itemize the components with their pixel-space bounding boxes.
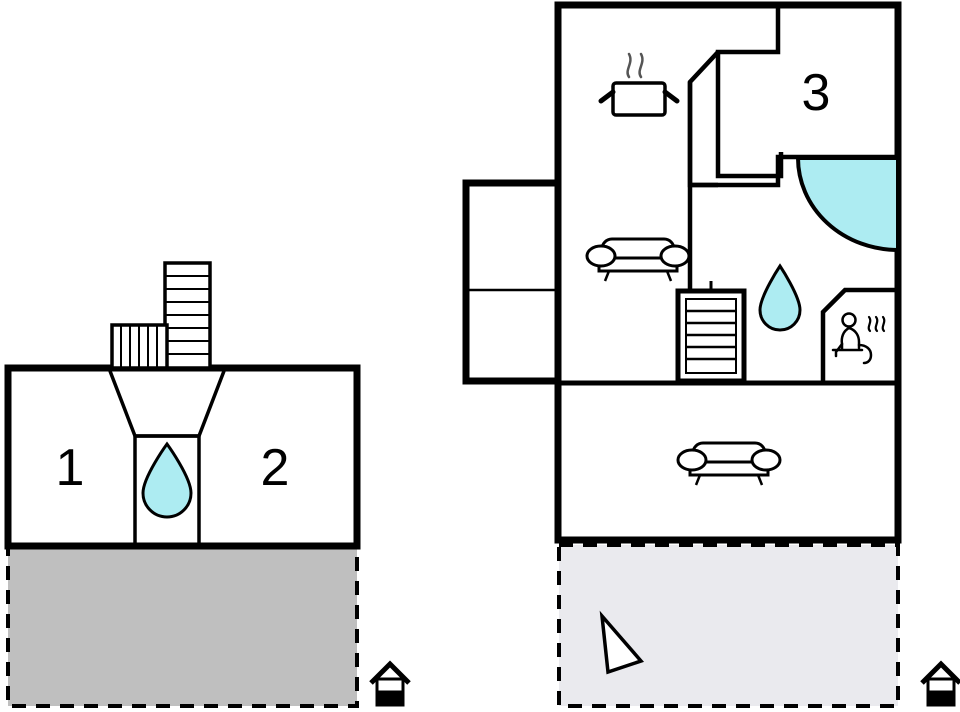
terrace-upper	[557, 543, 900, 708]
cooking-pot-icon	[598, 52, 680, 117]
staircase-upper	[675, 281, 747, 384]
terrace-lower	[6, 544, 359, 708]
water-drop-icon	[758, 263, 802, 332]
wall-room3-jog	[715, 5, 784, 179]
house-marker-icon	[920, 660, 960, 707]
building-outline-upper	[554, 1, 902, 544]
upper-floor-plan: 3	[462, 1, 960, 708]
bathtub-quarter-circle	[795, 156, 900, 253]
parasol-icon	[599, 610, 645, 675]
bathroom-corridor-lower	[133, 434, 201, 543]
building-outline-lower	[4, 364, 361, 550]
water-drop-icon	[141, 441, 193, 519]
lower-floor-plan: 1 2	[4, 261, 411, 708]
staircase-lower-landing-run	[110, 323, 169, 370]
room-number-3: 3	[802, 64, 831, 122]
sauna-room-outline	[820, 287, 898, 383]
sofa-icon	[676, 441, 782, 486]
staircase-lower-upper-run	[163, 261, 212, 370]
sofa-icon	[585, 237, 691, 282]
room-number-1: 1	[56, 439, 85, 497]
sauna-icon	[831, 312, 886, 365]
side-extension-upper	[462, 179, 564, 385]
house-marker-icon	[369, 660, 411, 707]
room-number-2: 2	[261, 439, 290, 497]
